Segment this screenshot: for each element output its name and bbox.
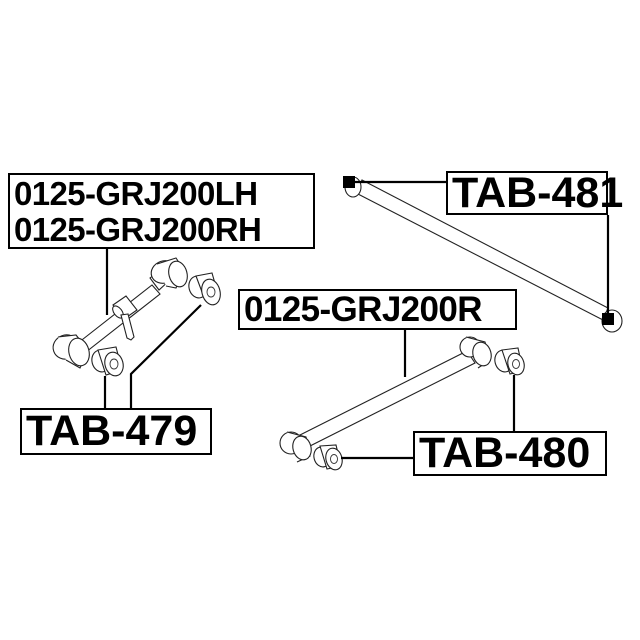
part-number-rh: 0125-GRJ200RH [14, 210, 262, 248]
tab-480-bushing-upper [494, 347, 525, 376]
part-number-tab-479: TAB-479 [26, 407, 198, 455]
part-label-adjustable-arm: 0125-GRJ200LH 0125-GRJ200RH [8, 173, 315, 249]
part-number-lh: 0125-GRJ200LH [14, 174, 258, 212]
part-label-tab-479: TAB-479 [20, 408, 212, 455]
part-label-lower-arm: 0125-GRJ200R [238, 289, 517, 330]
leader-lines [103, 180, 610, 460]
part-number-tab-480: TAB-480 [419, 429, 591, 477]
part-number-r: 0125-GRJ200R [244, 290, 483, 329]
tab-479-bushing-lower [91, 346, 124, 377]
tab-480-bushing-lower [313, 444, 343, 471]
part-label-tab-480: TAB-480 [413, 431, 607, 476]
part-number-tab-481: TAB-481 [452, 168, 624, 217]
adjustable-arm-drawing [52, 257, 188, 369]
tab-479-bushing-upper [188, 272, 221, 306]
part-label-tab-481: TAB-481 [446, 171, 623, 215]
lower-arm-drawing [279, 336, 492, 463]
